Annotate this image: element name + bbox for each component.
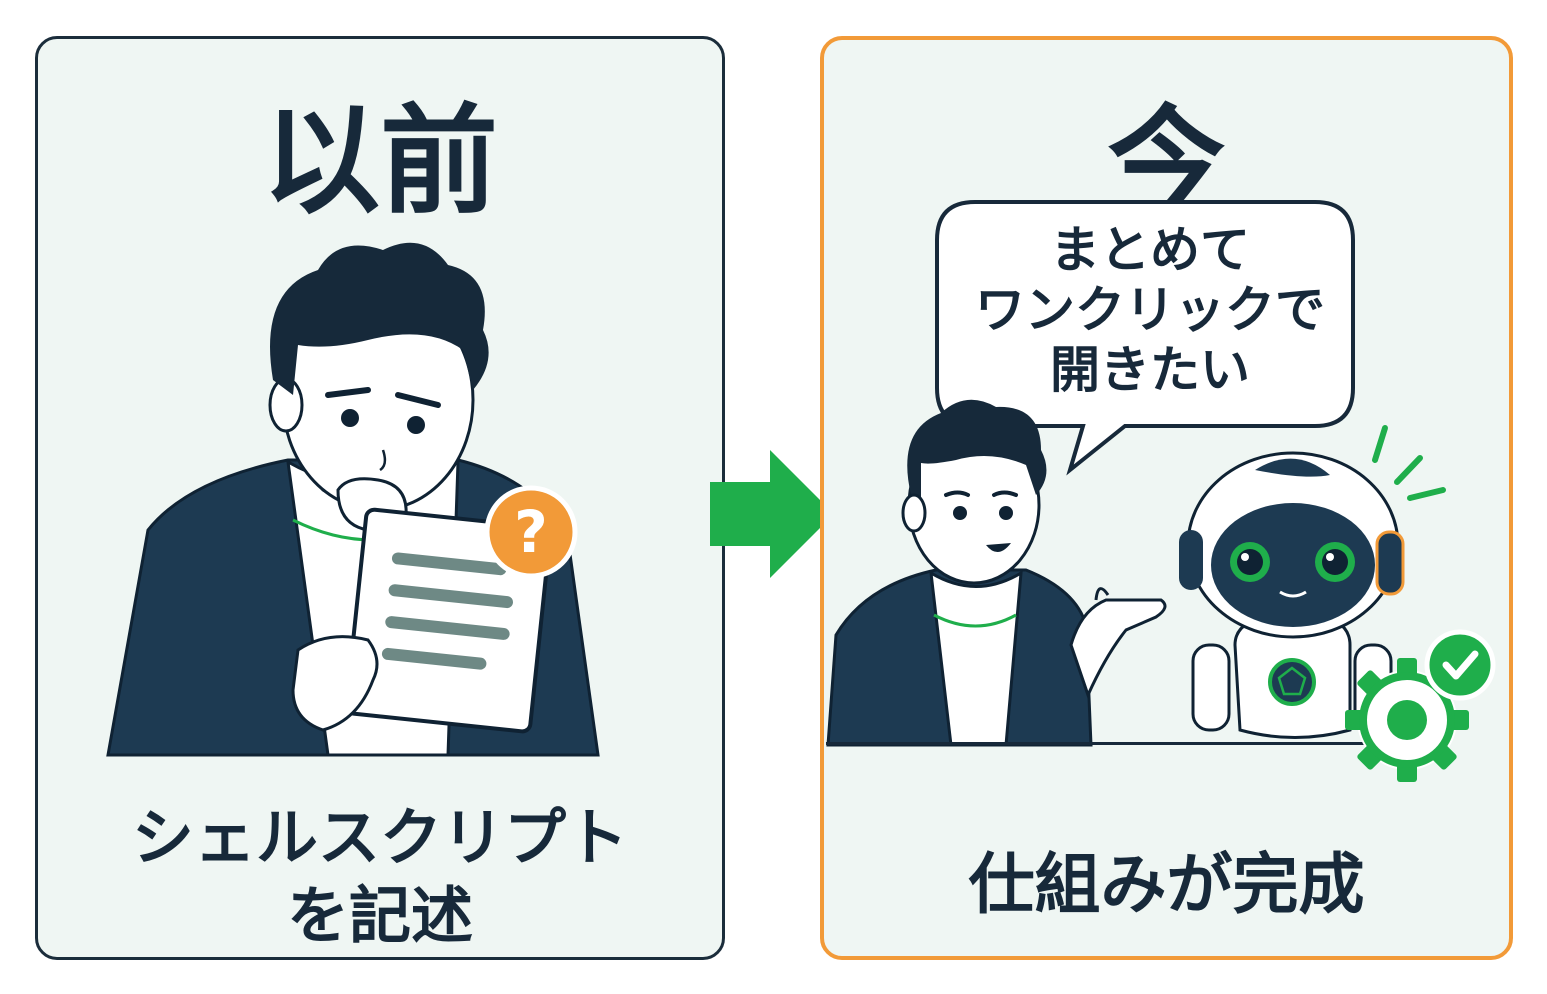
gear-icon — [1345, 658, 1469, 782]
before-caption: シェルスクリプト を記述 — [38, 799, 722, 955]
chest-emblem — [1268, 658, 1316, 706]
speech-line-2: ワンクリックで — [975, 281, 1325, 339]
robot-illustration — [1179, 425, 1496, 782]
question-badge-icon — [484, 485, 578, 579]
before-caption-line-2: を記述 — [286, 879, 473, 952]
desk — [826, 742, 1366, 745]
speech-line-1: まとめて — [1050, 221, 1250, 279]
hair — [907, 399, 1047, 505]
now-caption: 仕組みが完成 — [968, 846, 1365, 923]
question-badge-symbol: ? — [514, 498, 548, 566]
sparkle-lines — [1372, 425, 1446, 501]
before-caption-line-1: シェルスクリプト — [131, 801, 628, 874]
hair — [270, 242, 489, 395]
speech-bubble-text: まとめて ワンクリックで 開きたい — [940, 220, 1360, 400]
shirt — [929, 570, 1023, 747]
panel-before: 以前 シェルスクリプト を記述 — [35, 36, 725, 960]
speech-line-3: 開きたい — [1050, 341, 1250, 399]
panel-now: 今 仕組みが完成 — [820, 36, 1513, 960]
before-heading: 以前 — [261, 92, 498, 230]
arrow-right-icon — [710, 450, 834, 578]
speech-bubble — [935, 200, 1355, 476]
thinking-man-illustration — [106, 242, 600, 757]
presenting-man-illustration — [826, 399, 1167, 747]
check-badge-icon — [1424, 629, 1496, 701]
